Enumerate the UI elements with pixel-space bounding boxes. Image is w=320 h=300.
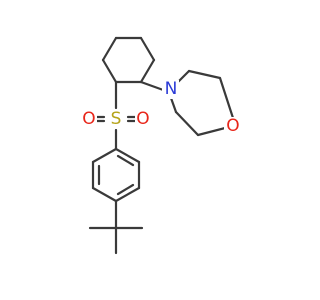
bond-ring-to-nitrogen bbox=[139, 80, 168, 93]
molecule-structure: N O S O O bbox=[81, 36, 242, 255]
atom-sulfur: S bbox=[107, 109, 125, 129]
cyclohexane-ring bbox=[101, 36, 156, 84]
sulfonyl-oxygen-left-label: O bbox=[82, 109, 95, 129]
atom-morpholine-oxygen: O bbox=[224, 116, 242, 136]
nitrogen-label: N bbox=[165, 79, 178, 99]
atom-nitrogen: N bbox=[162, 79, 179, 99]
sulfur-label: S bbox=[111, 109, 122, 129]
morpholine-ring bbox=[169, 69, 235, 137]
tert-butyl-group bbox=[88, 199, 144, 255]
sulfonyl-bonds bbox=[95, 115, 137, 123]
atom-sulfonyl-oxygen-left: O bbox=[81, 109, 97, 129]
morpholine-oxygen-label: O bbox=[226, 116, 239, 136]
atom-sulfonyl-oxygen-right: O bbox=[135, 109, 151, 129]
benzene-ring bbox=[91, 147, 141, 203]
sulfonyl-oxygen-right-label: O bbox=[136, 109, 149, 129]
